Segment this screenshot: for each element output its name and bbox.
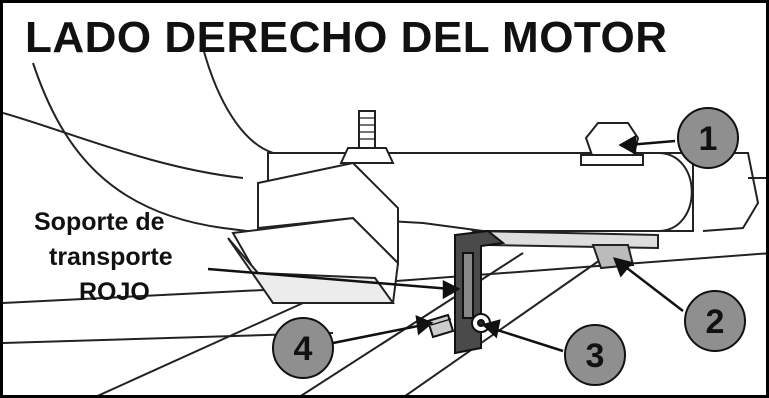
washer-1 <box>580 154 644 166</box>
engine-illustration: 1 2 3 4 <box>3 47 766 395</box>
leader-transport-head <box>442 279 461 300</box>
callout-2-number: 2 <box>706 303 725 341</box>
lower-plate <box>470 229 659 250</box>
arm-end-cap <box>657 152 693 232</box>
arrow-4 <box>332 323 424 345</box>
callout-1-number: 1 <box>699 120 718 158</box>
callout-3-circle <box>564 324 626 386</box>
engine-housing-curve <box>202 47 274 154</box>
callout-3-number: 3 <box>586 337 605 375</box>
callout-4-circle <box>272 317 334 379</box>
arrow-2 <box>622 264 684 312</box>
mount-block-side <box>227 237 395 304</box>
stud-bolt <box>358 110 376 152</box>
arrow-3-head <box>481 319 501 339</box>
callout-4-number: 4 <box>294 330 313 368</box>
arrow-2-head <box>612 257 634 278</box>
floor-line <box>97 302 304 395</box>
engine-housing-curve <box>32 62 264 234</box>
arrow-3 <box>490 326 564 353</box>
callout-2-circle <box>684 290 746 352</box>
callout-1-circle <box>677 107 739 169</box>
transport-label-line1: Soporte de <box>34 208 165 236</box>
transport-bracket-slot <box>462 252 474 319</box>
arrow-1-head <box>618 134 637 156</box>
bolt-4-nut <box>426 313 455 339</box>
floor-line <box>404 257 604 395</box>
leader-transport <box>207 267 452 291</box>
transport-label-line2: transporte <box>49 243 173 271</box>
transport-label-line3: ROJO <box>79 278 150 306</box>
diagram-title: LADO DERECHO DEL MOTOR <box>25 13 668 62</box>
arrow-4-head <box>415 314 434 336</box>
engine-housing-inner <box>3 112 244 179</box>
stud-nut <box>339 147 395 164</box>
